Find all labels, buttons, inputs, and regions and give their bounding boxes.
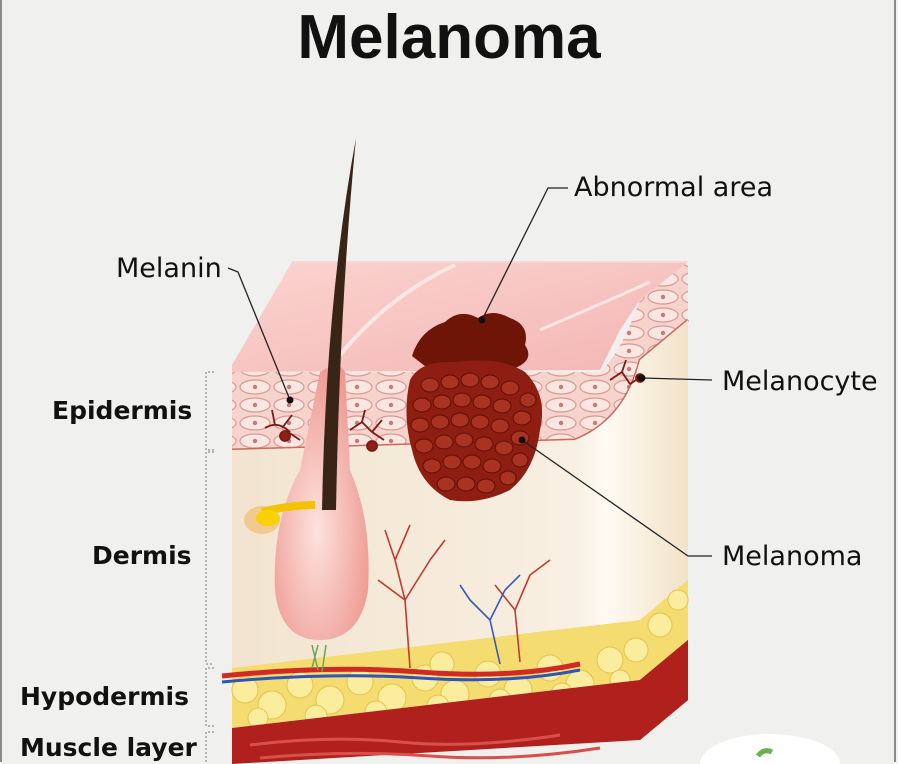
vein: [221, 668, 581, 684]
layer-hypodermis: Hypodermis: [20, 682, 189, 711]
tumor-cells: [410, 372, 537, 494]
layer-epidermis: Epidermis: [52, 396, 193, 425]
layer-dermis: Dermis: [92, 541, 192, 570]
label-abnormal-area: Abnormal area: [574, 172, 774, 203]
capillaries-blue: [459, 574, 521, 665]
label-melanoma: Melanoma: [722, 541, 863, 572]
hair-follicle: [274, 366, 369, 640]
tumor-surface: [412, 313, 529, 371]
capillaries-red: [377, 524, 551, 669]
label-melanin: Melanin: [116, 253, 222, 284]
hair-shaft: [322, 138, 356, 510]
artery: [221, 661, 581, 679]
label-melanocyte: Melanocyte: [722, 366, 878, 397]
muscle-layer: [232, 640, 688, 764]
hypodermis: [232, 580, 688, 728]
layer-muscle: Muscle layer: [20, 733, 197, 762]
diagram-title: Melanoma: [297, 3, 601, 72]
leader-lines: [227, 187, 713, 557]
layer-brackets: [205, 371, 214, 764]
